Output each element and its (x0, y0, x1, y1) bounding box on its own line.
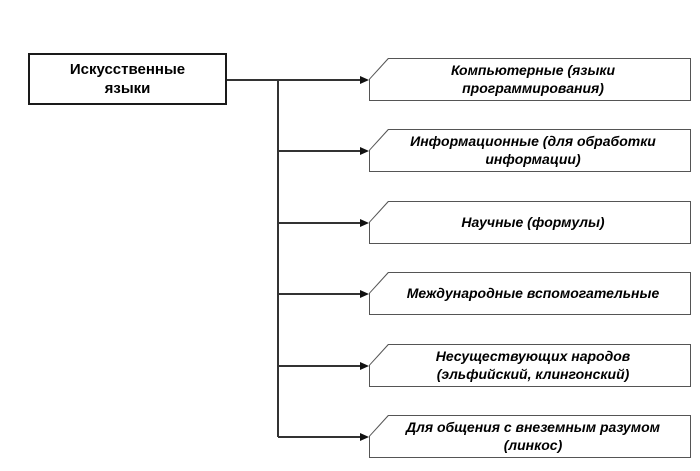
arrowhead-icon (360, 147, 369, 155)
node-shape (370, 273, 690, 314)
arrowhead-icon (360, 76, 369, 84)
connector-branch-2 (278, 150, 362, 152)
branch-label: Научные (формулы) (461, 213, 605, 230)
branch-node-scientific: Научные (формулы) (369, 201, 691, 244)
node-shape (370, 130, 690, 171)
connector-branch-5 (278, 365, 362, 367)
branch-label: Компьютерные (языки программирования) (450, 61, 616, 96)
arrowhead-icon (360, 290, 369, 298)
arrowhead-icon (360, 362, 369, 370)
node-shape (370, 59, 690, 100)
root-label: Искусственные языки (69, 60, 186, 98)
connector-trunk (277, 79, 279, 437)
connector-root-stub (227, 79, 278, 81)
arrowhead-icon (360, 433, 369, 441)
connector-branch-1 (278, 79, 362, 81)
node-shape (370, 416, 690, 457)
branch-node-alien: Для общения с внеземным разумом (линкос) (369, 415, 691, 458)
branch-node-fictional: Несуществующих народов (эльфийский, клин… (369, 344, 691, 387)
branch-label: Информационные (для обработки информации… (410, 132, 656, 167)
branch-label: Международные вспомогательные (406, 284, 660, 301)
branch-label: Для общения с внеземным разумом (линкос) (406, 418, 660, 453)
connector-branch-6 (278, 436, 362, 438)
arrowhead-icon (360, 219, 369, 227)
branch-label: Несуществующих народов (эльфийский, клин… (435, 347, 631, 382)
node-shape (370, 345, 690, 386)
branch-node-international: Международные вспомогательные (369, 272, 691, 315)
branch-node-computer: Компьютерные (языки программирования) (369, 58, 691, 101)
connector-branch-4 (278, 293, 362, 295)
connector-branch-3 (278, 222, 362, 224)
branch-node-informational: Информационные (для обработки информации… (369, 129, 691, 172)
root-node: Искусственные языки (28, 53, 227, 105)
node-shape (370, 202, 690, 243)
